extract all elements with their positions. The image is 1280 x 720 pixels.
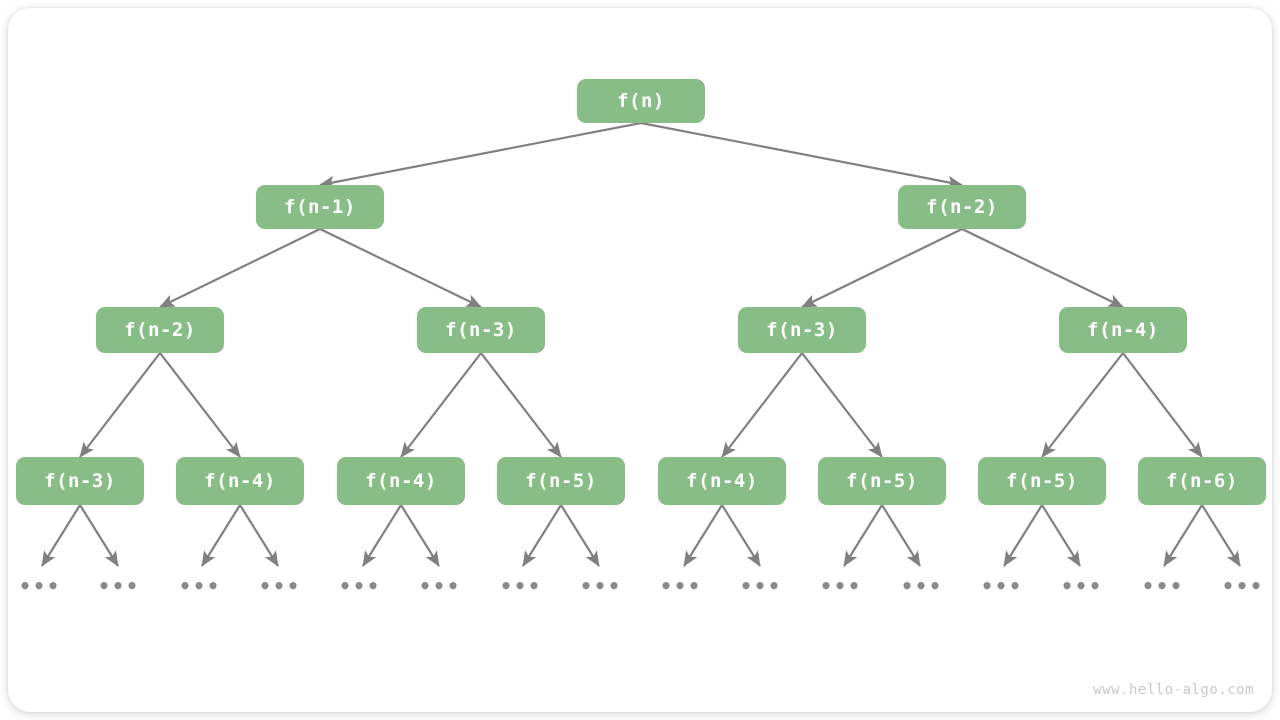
ellipsis-marker: ••• xyxy=(97,574,141,598)
ellipsis-marker: ••• xyxy=(18,574,62,598)
tree-node: f(n-4) xyxy=(658,457,786,505)
ellipsis-marker: ••• xyxy=(178,574,222,598)
tree-node: f(n-4) xyxy=(1059,307,1187,353)
ellipsis-marker: ••• xyxy=(579,574,623,598)
ellipsis-marker: ••• xyxy=(980,574,1024,598)
ellipsis-marker: ••• xyxy=(900,574,944,598)
tree-node: f(n-2) xyxy=(96,307,224,353)
tree-node: f(n-4) xyxy=(337,457,465,505)
tree-node: f(n-5) xyxy=(978,457,1106,505)
ellipsis-marker: ••• xyxy=(418,574,462,598)
tree-node: f(n-3) xyxy=(16,457,144,505)
tree-node: f(n-3) xyxy=(738,307,866,353)
tree-node: f(n-6) xyxy=(1138,457,1266,505)
ellipsis-marker: ••• xyxy=(499,574,543,598)
tree-node: f(n) xyxy=(577,79,705,123)
ellipsis-marker: ••• xyxy=(1221,574,1265,598)
ellipsis-marker: ••• xyxy=(739,574,783,598)
ellipsis-marker: ••• xyxy=(338,574,382,598)
tree-node: f(n-5) xyxy=(497,457,625,505)
ellipsis-marker: ••• xyxy=(258,574,302,598)
ellipsis-marker: ••• xyxy=(819,574,863,598)
tree-node: f(n-5) xyxy=(818,457,946,505)
tree-node: f(n-3) xyxy=(417,307,545,353)
tree-node: f(n-2) xyxy=(898,185,1026,229)
ellipsis-marker: ••• xyxy=(659,574,703,598)
ellipsis-marker: ••• xyxy=(1141,574,1185,598)
tree-node: f(n-4) xyxy=(176,457,304,505)
ellipsis-marker: ••• xyxy=(1060,574,1104,598)
watermark: www.hello-algo.com xyxy=(1093,682,1254,698)
tree-node: f(n-1) xyxy=(256,185,384,229)
